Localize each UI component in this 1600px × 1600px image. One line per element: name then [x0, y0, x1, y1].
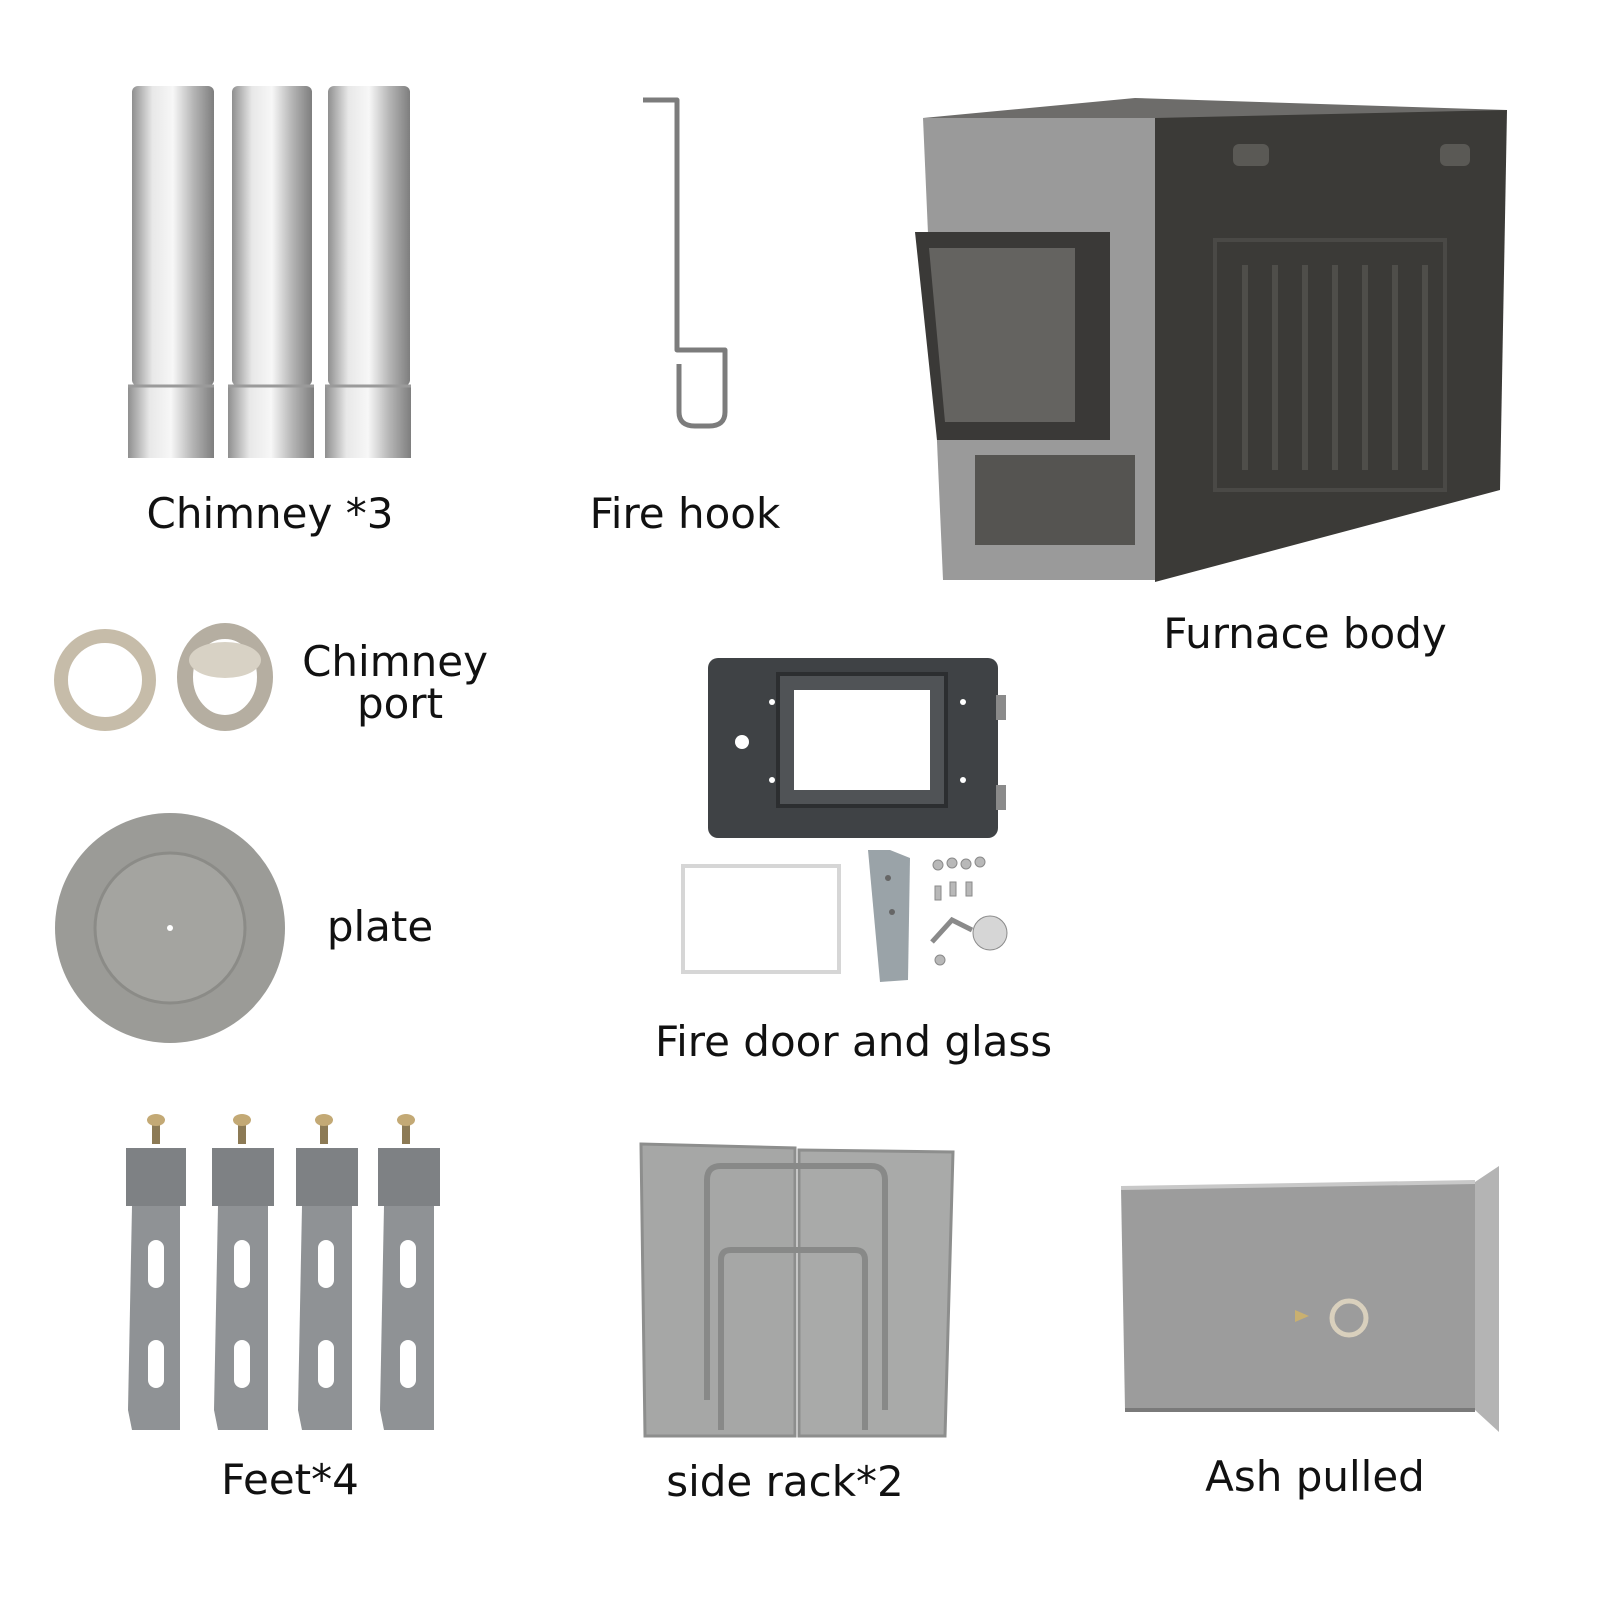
chimney-label: Chimney *3 — [146, 489, 394, 538]
ash-pulled-label: Ash pulled — [1205, 1452, 1425, 1501]
furnace-body-label: Furnace body — [1163, 609, 1447, 658]
chimney-port-label-line-2: port — [356, 679, 444, 728]
chimney-port-image — [54, 623, 273, 731]
pull-ring — [1329, 1298, 1369, 1338]
chimney-pipes-image — [128, 86, 411, 458]
feet-label: Feet*4 — [221, 1455, 359, 1504]
side-rack-panel — [797, 1148, 955, 1438]
gasket-ring — [54, 629, 156, 731]
side-rack-image — [639, 1142, 955, 1438]
hardware-parts — [932, 856, 1008, 966]
plate-image — [55, 813, 285, 1043]
foot — [212, 1114, 274, 1430]
hinge-plate — [868, 850, 910, 982]
collar — [177, 623, 273, 731]
chimney-pipe — [128, 86, 214, 458]
chimney-pipe — [325, 86, 411, 458]
side-rack-label: side rack*2 — [666, 1457, 904, 1506]
fire-hook-label: Fire hook — [589, 489, 781, 538]
foot — [296, 1114, 358, 1430]
fire-door-image — [681, 658, 1008, 982]
foot — [378, 1114, 440, 1430]
feet-image — [126, 1114, 440, 1430]
foot — [126, 1114, 186, 1430]
chimney-port-label-line-1: Chimney — [302, 637, 488, 686]
furnace-body-image — [915, 98, 1507, 582]
chimney-pipe — [228, 86, 314, 458]
ash-pulled-image — [1120, 1166, 1499, 1432]
fire-door-label: Fire door and glass — [655, 1017, 1053, 1066]
glass-pane — [681, 864, 841, 974]
plate-label: plate — [326, 902, 434, 951]
fire-hook-image — [643, 97, 728, 429]
